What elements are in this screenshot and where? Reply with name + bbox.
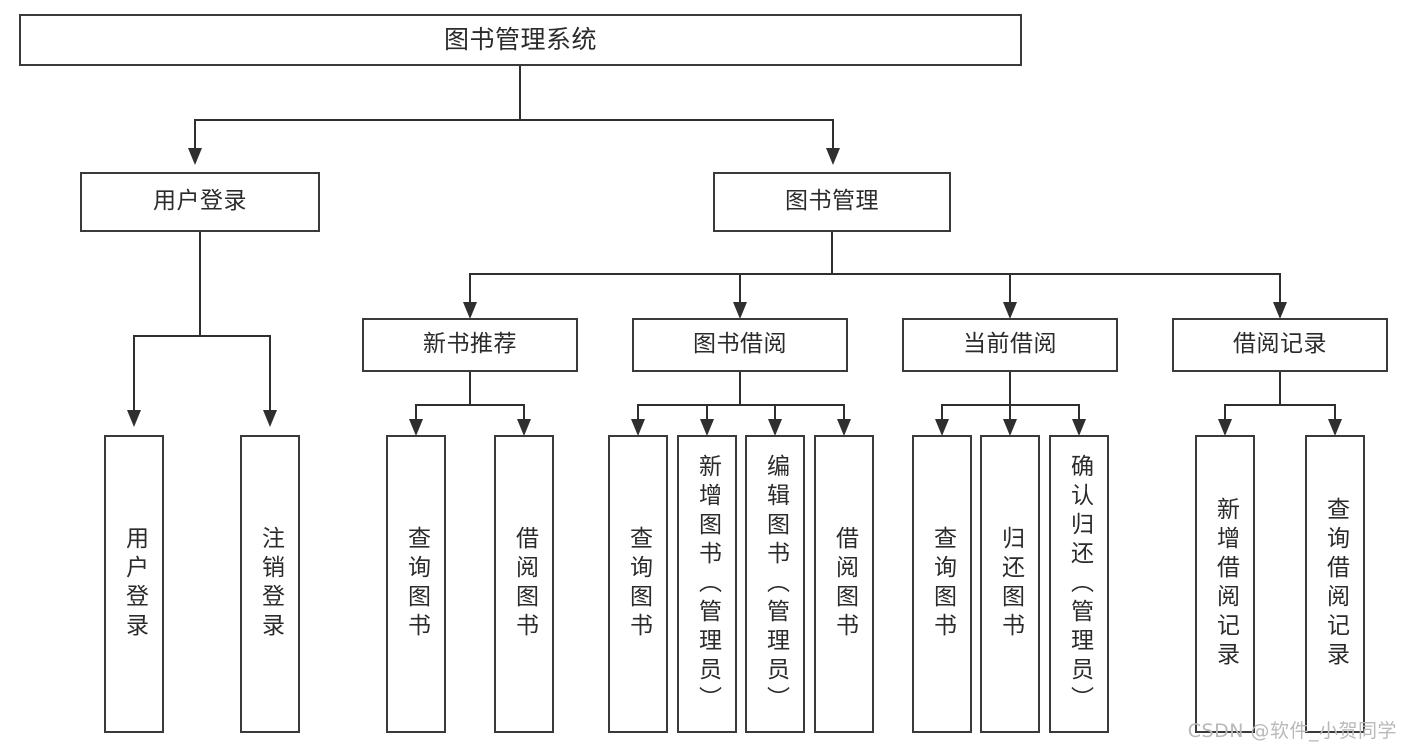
arrow-level2-2 xyxy=(733,302,747,319)
arrow-userlogin-1 xyxy=(127,410,141,427)
node-label: 用户登录 xyxy=(121,526,148,642)
arrow-record-1 xyxy=(1218,419,1232,436)
leaf-borrow-borrow-book[interactable]: 借阅图书 xyxy=(814,435,874,733)
leaf-user-login-login[interactable]: 用户登录 xyxy=(104,435,164,733)
node-label: 借阅图书 xyxy=(511,526,538,642)
arrow-level2-4 xyxy=(1273,302,1287,319)
edge-recommend-drop-2 xyxy=(523,404,525,422)
edge-record-stem xyxy=(1279,372,1281,406)
edge-userlogin-drop-1 xyxy=(133,335,135,413)
arrow-current-1 xyxy=(935,419,949,436)
node-label: 查询图书 xyxy=(929,526,956,642)
node-label: 用户登录 xyxy=(153,188,247,215)
node-label: 查询图书 xyxy=(625,526,652,642)
leaf-record-add-record[interactable]: 新增借阅记录 xyxy=(1195,435,1255,733)
edge-borrow-drop-2 xyxy=(706,404,708,422)
edge-current-drop-3 xyxy=(1078,404,1080,422)
node-root-system[interactable]: 图书管理系统 xyxy=(19,14,1022,66)
arrow-level2-1 xyxy=(463,302,477,319)
arrow-current-2 xyxy=(1003,419,1017,436)
arrow-level2-3 xyxy=(1003,302,1017,319)
edge-current-drop-1 xyxy=(941,404,943,422)
edge-level2-drop-2 xyxy=(739,273,741,305)
edge-userlogin-bus xyxy=(133,335,269,337)
leaf-recommend-query-book[interactable]: 查询图书 xyxy=(386,435,446,733)
arrow-level1-2 xyxy=(826,148,840,165)
node-label: 图书借阅 xyxy=(693,331,787,358)
edge-record-drop-2 xyxy=(1334,404,1336,422)
edge-level2-drop-4 xyxy=(1279,273,1281,305)
edge-level2-drop-1 xyxy=(469,273,471,305)
edge-userlogin-drop-2 xyxy=(269,335,271,413)
edge-level1-drop-1 xyxy=(194,119,196,151)
node-label: 当前借阅 xyxy=(963,331,1057,358)
node-label: 查询借阅记录 xyxy=(1322,497,1349,671)
arrow-borrow-1 xyxy=(631,419,645,436)
leaf-current-confirm-return[interactable]: 确认归还（管理员） xyxy=(1049,435,1109,733)
node-user-login[interactable]: 用户登录 xyxy=(80,172,320,232)
edge-userlogin-stem xyxy=(199,232,201,336)
arrow-borrow-2 xyxy=(700,419,714,436)
arrow-recommend-1 xyxy=(409,419,423,436)
edge-bookmgmt-stem xyxy=(831,232,833,274)
edge-borrow-drop-1 xyxy=(637,404,639,422)
edge-borrow-bus xyxy=(637,404,845,406)
edge-borrow-drop-3 xyxy=(774,404,776,422)
leaf-borrow-add-book[interactable]: 新增图书（管理员） xyxy=(677,435,737,733)
edge-root-stem xyxy=(519,66,521,120)
node-label: 查询图书 xyxy=(403,526,430,642)
edge-level1-bus xyxy=(194,119,834,121)
edge-level1-drop-2 xyxy=(832,119,834,151)
node-current-borrow[interactable]: 当前借阅 xyxy=(902,318,1118,372)
arrow-level1-1 xyxy=(188,148,202,165)
node-label: 新书推荐 xyxy=(423,331,517,358)
node-borrow-record[interactable]: 借阅记录 xyxy=(1172,318,1388,372)
leaf-current-return-book[interactable]: 归还图书 xyxy=(980,435,1040,733)
node-book-management[interactable]: 图书管理 xyxy=(713,172,951,232)
edge-record-drop-1 xyxy=(1224,404,1226,422)
arrow-record-2 xyxy=(1328,419,1342,436)
node-book-borrow[interactable]: 图书借阅 xyxy=(632,318,848,372)
node-label: 借阅图书 xyxy=(831,526,858,642)
node-label: 图书管理 xyxy=(785,188,879,215)
node-label: 归还图书 xyxy=(997,526,1024,642)
node-label: 编辑图书（管理员） xyxy=(762,453,789,715)
leaf-record-query-record[interactable]: 查询借阅记录 xyxy=(1305,435,1365,733)
edge-borrow-drop-4 xyxy=(843,404,845,422)
leaf-current-query-book[interactable]: 查询图书 xyxy=(912,435,972,733)
edge-borrow-stem xyxy=(739,372,741,406)
arrow-recommend-2 xyxy=(517,419,531,436)
edge-current-stem xyxy=(1009,372,1011,406)
arrow-current-3 xyxy=(1072,419,1086,436)
node-new-book-recommend[interactable]: 新书推荐 xyxy=(362,318,578,372)
edge-current-drop-2 xyxy=(1009,404,1011,422)
edge-recommend-drop-1 xyxy=(415,404,417,422)
node-label: 图书管理系统 xyxy=(443,25,597,55)
arrow-userlogin-2 xyxy=(263,410,277,427)
edge-level2-drop-3 xyxy=(1009,273,1011,305)
leaf-recommend-borrow-book[interactable]: 借阅图书 xyxy=(494,435,554,733)
edge-recommend-stem xyxy=(469,372,471,406)
node-label: 借阅记录 xyxy=(1233,331,1327,358)
edge-record-bus xyxy=(1224,404,1336,406)
leaf-user-login-logout[interactable]: 注销登录 xyxy=(240,435,300,733)
edge-recommend-bus xyxy=(415,404,525,406)
node-label: 注销登录 xyxy=(257,526,284,642)
leaf-borrow-edit-book[interactable]: 编辑图书（管理员） xyxy=(745,435,805,733)
arrow-borrow-3 xyxy=(768,419,782,436)
edge-level2-bus xyxy=(469,273,1281,275)
node-label: 新增借阅记录 xyxy=(1212,497,1239,671)
node-label: 新增图书（管理员） xyxy=(694,453,721,715)
leaf-borrow-query-book[interactable]: 查询图书 xyxy=(608,435,668,733)
node-label: 确认归还（管理员） xyxy=(1066,453,1093,715)
arrow-borrow-4 xyxy=(837,419,851,436)
